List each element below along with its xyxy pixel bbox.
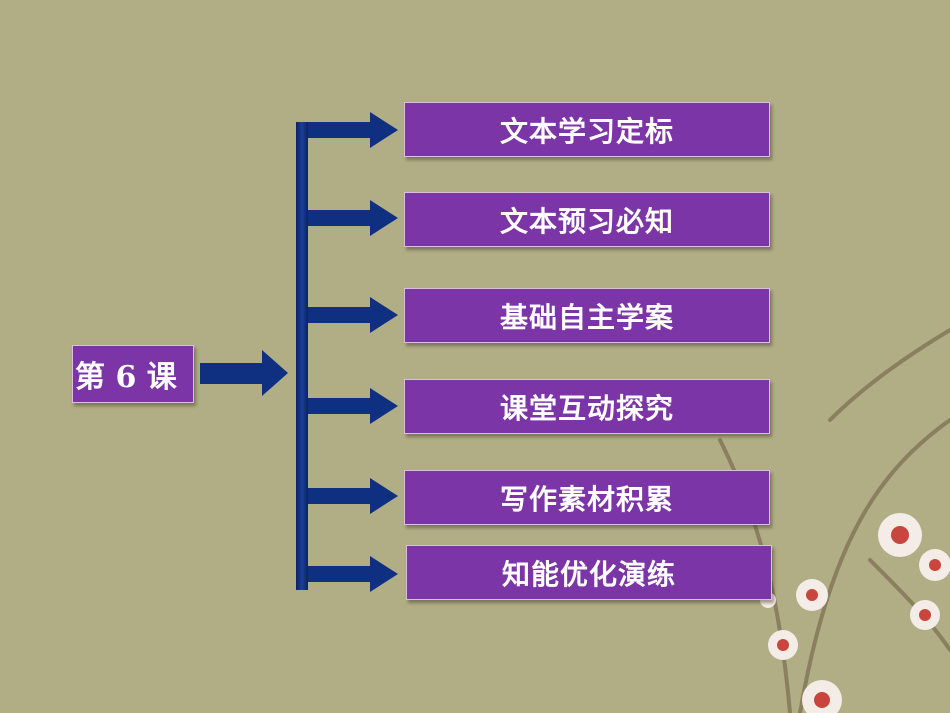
menu-item-class-inquiry[interactable]: 课堂互动探究	[404, 379, 770, 434]
menu-item-label: 写作素材积累	[499, 482, 674, 516]
menu-item-label: 文本学习定标	[499, 114, 674, 148]
menu-item-label: 课堂互动探究	[499, 391, 674, 425]
trunk-line	[296, 122, 308, 590]
lesson-title: 第 6 课	[75, 360, 177, 395]
menu-item-label: 基础自主学案	[499, 300, 674, 334]
branch-arrow-icon	[308, 556, 398, 592]
menu-item-writing-material[interactable]: 写作素材积累	[404, 470, 770, 525]
branch-arrow-icon	[308, 200, 398, 236]
menu-item-practice[interactable]: 知能优化演练	[406, 545, 772, 600]
menu-item-label: 文本预习必知	[499, 204, 674, 238]
menu-item-preview[interactable]: 文本预习必知	[404, 192, 770, 247]
menu-item-label: 知能优化演练	[501, 557, 676, 591]
lesson-title-box[interactable]: 第 6 课	[72, 345, 194, 403]
branch-arrow-icon	[308, 478, 398, 514]
root-arrow-icon	[200, 350, 288, 396]
branch-arrow-icon	[308, 112, 398, 148]
menu-item-learning-goals[interactable]: 文本学习定标	[404, 102, 770, 157]
branch-arrow-icon	[308, 297, 398, 333]
menu-item-self-study[interactable]: 基础自主学案	[404, 288, 770, 343]
branch-arrow-icon	[308, 388, 398, 424]
